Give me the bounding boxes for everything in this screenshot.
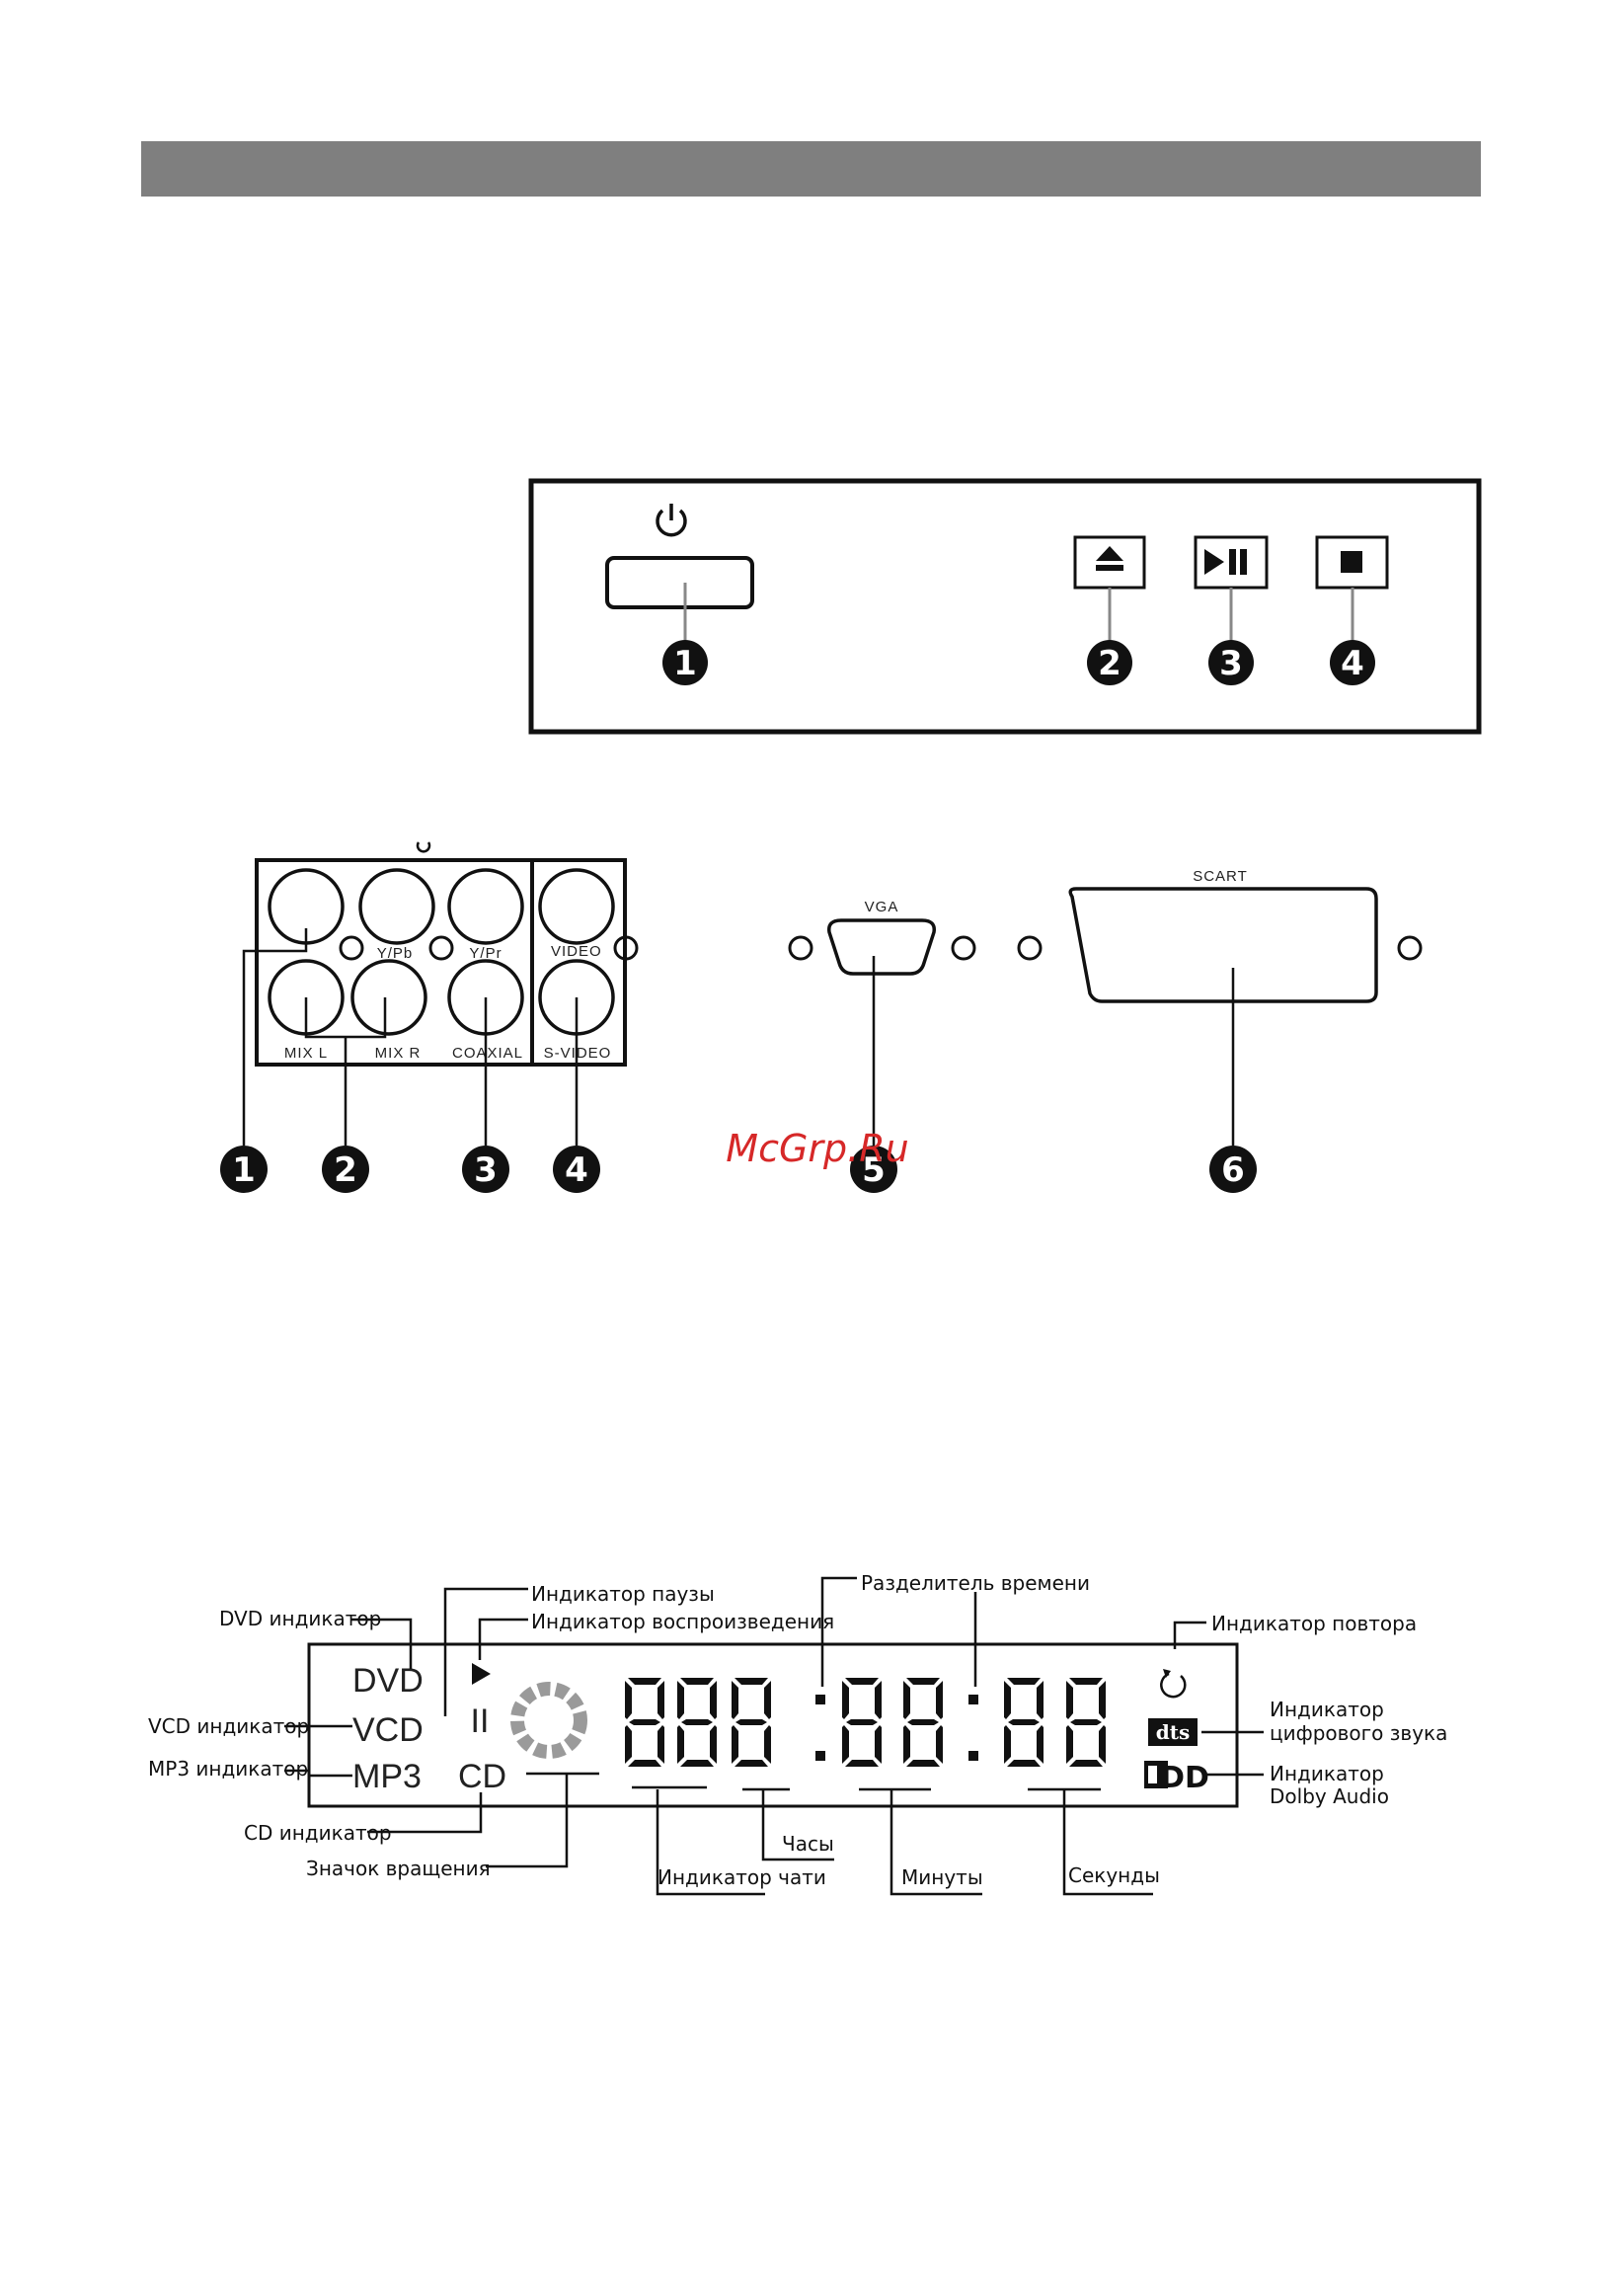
jack-pr [447, 868, 524, 945]
svg-text:Индикатор чати: Индикатор чати [657, 1865, 826, 1889]
callout-front-4: 4 [1330, 640, 1375, 685]
play-pause-button[interactable] [1194, 535, 1269, 590]
svg-text:1: 1 [232, 1150, 256, 1190]
scart-port: SCART 6 [1017, 868, 1423, 1193]
jack-pb [358, 868, 435, 945]
stop-button[interactable] [1315, 535, 1389, 590]
play-pause-icon [1204, 549, 1247, 575]
time-digits [625, 1678, 1106, 1767]
svg-text:Dolby Audio: Dolby Audio [1270, 1784, 1389, 1808]
svg-text:Индикатор паузы: Индикатор паузы [531, 1582, 715, 1606]
header-bar [141, 141, 1481, 197]
jack-mix-r [350, 959, 427, 1036]
svg-text:1: 1 [673, 644, 697, 683]
callout-rear-4: 4 [553, 1146, 600, 1193]
svg-text:Разделитель времени: Разделитель времени [861, 1571, 1090, 1595]
power-icon [656, 504, 687, 537]
callout-front-2: 2 [1087, 640, 1132, 685]
svg-text:DD: DD [1160, 1761, 1209, 1795]
svg-text:Y/Pb: Y/Pb [377, 945, 414, 962]
vga-port: VGA 5 [788, 899, 976, 1193]
svg-text:Секунды: Секунды [1068, 1863, 1160, 1887]
watermark: McGrp.Ru [726, 1127, 908, 1170]
lcd-mp3: MP3 [352, 1758, 422, 1795]
lcd-vcd: VCD [352, 1711, 424, 1749]
svg-text:3: 3 [474, 1150, 498, 1190]
svg-text:4: 4 [1341, 644, 1364, 683]
svg-text:VGA: VGA [865, 899, 899, 915]
svg-text:Минуты: Минуты [901, 1865, 983, 1889]
display-panel: DVD VCD MP3 CD II dts [148, 1571, 1447, 1896]
eject-button[interactable] [1073, 535, 1146, 590]
dolby-icon: DD [1144, 1761, 1209, 1795]
callout-front-1: 1 [662, 640, 708, 685]
play-icon [472, 1663, 491, 1685]
svg-text:Y/Pr: Y/Pr [469, 945, 502, 962]
svg-text:6: 6 [1221, 1150, 1245, 1190]
svg-text:COAXIAL: COAXIAL [452, 1045, 523, 1062]
front-panel: 1 2 3 [528, 478, 1482, 735]
svg-text:MIX R: MIX R [375, 1045, 422, 1062]
svg-text:SCART: SCART [1193, 868, 1248, 885]
svg-text:цифрового звука: цифрового звука [1270, 1721, 1447, 1745]
svg-text:Значок вращения: Значок вращения [306, 1857, 491, 1880]
leader-lines [284, 1576, 1264, 1896]
callout-front-3: 3 [1208, 640, 1254, 685]
callout-rear-1: 1 [220, 1146, 268, 1193]
rotation-spinner-icon [510, 1682, 587, 1759]
svg-text:4: 4 [565, 1150, 588, 1190]
front-panel-frame [528, 478, 1482, 735]
callout-rear-5: 5 [850, 1146, 897, 1193]
callout-rear-6: 6 [1209, 1146, 1257, 1193]
svg-text:3: 3 [1219, 644, 1243, 683]
callout-rear-3: 3 [462, 1146, 509, 1193]
svg-text:CD индикатор: CD индикатор [244, 1821, 392, 1845]
callout-rear-2: 2 [322, 1146, 369, 1193]
rear-jack-panel: Y/Pb Y/Pr VIDEO MIX L MIX R COAXIAL S-VI… [220, 841, 639, 1193]
lcd-pause: II [471, 1702, 490, 1740]
svg-text:dts: dts [1156, 1720, 1190, 1744]
svg-text:MIX L: MIX L [284, 1045, 328, 1062]
svg-text:2: 2 [334, 1150, 357, 1190]
dts-icon: dts [1148, 1718, 1198, 1746]
svg-text:Индикатор воспроизведения: Индикатор воспроизведения [531, 1610, 834, 1633]
svg-text:2: 2 [1098, 644, 1121, 683]
lcd-dvd: DVD [352, 1662, 424, 1700]
lcd-cd: CD [458, 1758, 506, 1795]
svg-text:5: 5 [862, 1150, 886, 1190]
svg-text:VCD индикатор: VCD индикатор [148, 1714, 309, 1738]
jack-video [538, 868, 615, 945]
display-frame [307, 1642, 1239, 1808]
svg-text:VIDEO: VIDEO [551, 943, 602, 960]
eject-icon [1096, 546, 1123, 561]
svg-text:Индикатор повтора: Индикатор повтора [1211, 1612, 1417, 1635]
svg-text:Индикатор: Индикатор [1270, 1698, 1384, 1721]
svg-text:Индикатор: Индикатор [1270, 1762, 1384, 1785]
svg-text:Часы: Часы [782, 1832, 834, 1856]
power-button[interactable] [605, 556, 754, 609]
stop-icon [1341, 551, 1362, 573]
repeat-icon [1160, 1669, 1187, 1699]
svg-text:MP3 индикатор: MP3 индикатор [148, 1757, 308, 1781]
